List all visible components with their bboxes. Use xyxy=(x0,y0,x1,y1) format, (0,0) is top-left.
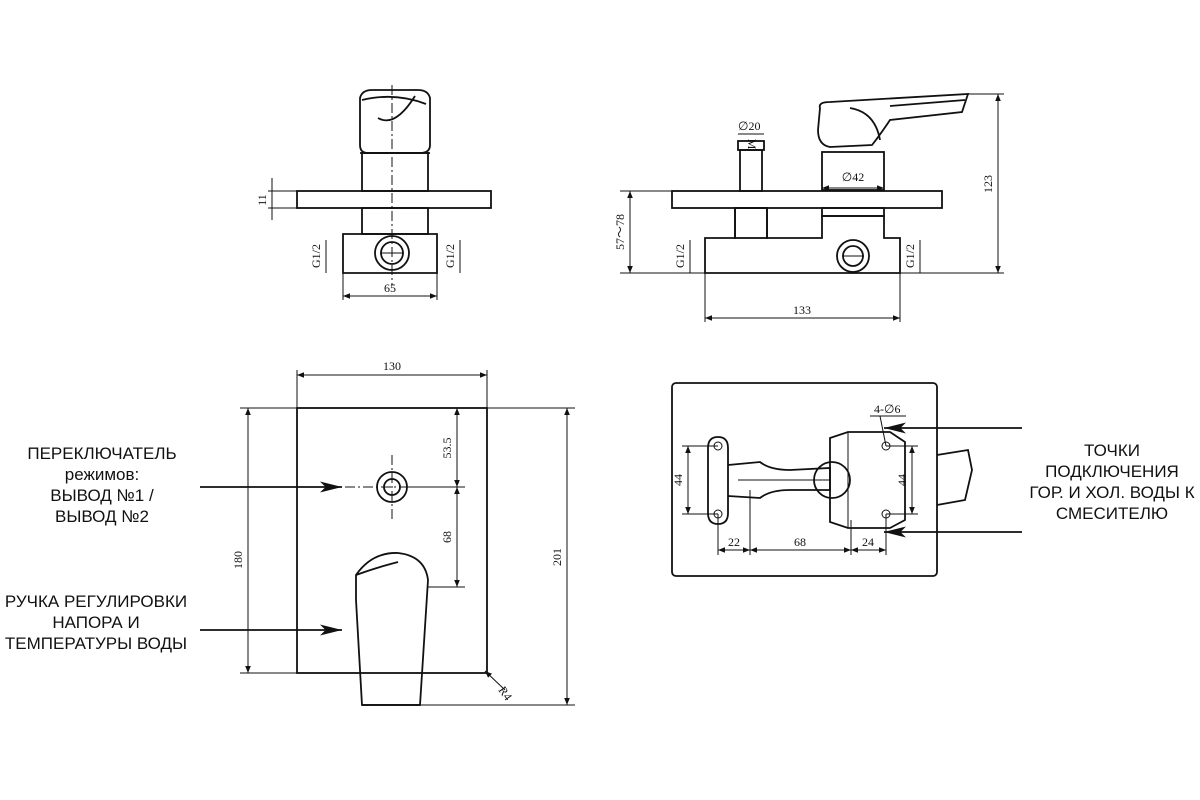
dim-130: 130 xyxy=(383,359,401,373)
side-view: ∅20 M ∅42 57～78 G1/2 G1/2 133 123 xyxy=(613,93,1004,322)
dim-180: 180 xyxy=(231,551,245,569)
front-view: 65 11 G1/2 G1/2 xyxy=(255,85,492,300)
top-view: 4-∅6 44 44 22 68 24 xyxy=(671,382,1022,577)
label-handle: РУЧКА РЕГУЛИРОВКИ НАПОРА И ТЕМПЕРАТУРЫ В… xyxy=(4,592,188,653)
dim-44-left: 44 xyxy=(671,474,685,486)
dim-g12-4: G1/2 xyxy=(903,244,917,268)
dim-11: 11 xyxy=(255,194,269,206)
dim-123: 123 xyxy=(981,175,995,193)
dim-133: 133 xyxy=(793,303,811,317)
dim-57-78: 57～78 xyxy=(613,214,627,250)
dim-201: 201 xyxy=(550,548,564,566)
plate-view: 130 53.5 68 180 201 R4 xyxy=(200,359,575,706)
dim-g12-2: G1/2 xyxy=(443,244,457,268)
dim-d42: ∅42 xyxy=(842,170,864,184)
dim-r4: R4 xyxy=(496,684,516,704)
dim-22: 22 xyxy=(728,535,740,549)
dim-d20: ∅20 xyxy=(738,119,760,133)
dim-68-top: 68 xyxy=(794,535,806,549)
label-mode-switch: ПЕРЕКЛЮЧАТЕЛЬ режимов: ВЫВОД №1 / ВЫВОД … xyxy=(27,444,177,526)
dim-53-5: 53.5 xyxy=(440,438,454,459)
dim-g12-1: G1/2 xyxy=(309,244,323,268)
dim-68-plate: 68 xyxy=(440,531,454,543)
dim-44-right: 44 xyxy=(895,474,909,486)
dim-g12-3: G1/2 xyxy=(673,244,687,268)
dim-m: M xyxy=(745,139,759,150)
dim-24: 24 xyxy=(862,535,874,549)
dim-4-d6: 4-∅6 xyxy=(874,402,900,416)
dim-65: 65 xyxy=(384,281,396,295)
label-connection-points: ТОЧКИ ПОДКЛЮЧЕНИЯ ГОР. И ХОЛ. ВОДЫ К СМЕ… xyxy=(1029,441,1195,523)
